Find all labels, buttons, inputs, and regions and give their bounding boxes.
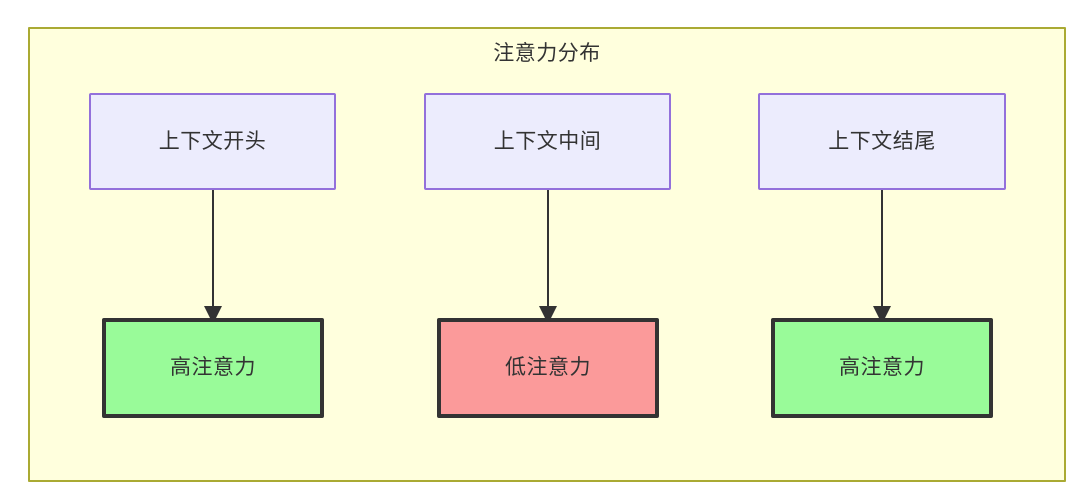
- node-attention-middle[interactable]: 低注意力: [437, 318, 659, 418]
- node-context-start[interactable]: 上下文开头: [89, 93, 336, 190]
- node-attention-end[interactable]: 高注意力: [771, 318, 993, 418]
- node-attention-end-label: 高注意力: [839, 356, 925, 379]
- node-context-start-label: 上下文开头: [158, 129, 267, 153]
- node-attention-start[interactable]: 高注意力: [102, 318, 324, 418]
- node-context-middle[interactable]: 上下文中间: [424, 93, 671, 190]
- node-context-middle-label: 上下文中间: [493, 129, 602, 153]
- node-attention-middle-label: 低注意力: [505, 356, 591, 379]
- node-context-end-label: 上下文结尾: [828, 129, 936, 153]
- diagram-title: 注意力分布: [493, 42, 601, 65]
- node-context-end[interactable]: 上下文结尾: [758, 93, 1006, 190]
- node-attention-start-label: 高注意力: [170, 356, 256, 379]
